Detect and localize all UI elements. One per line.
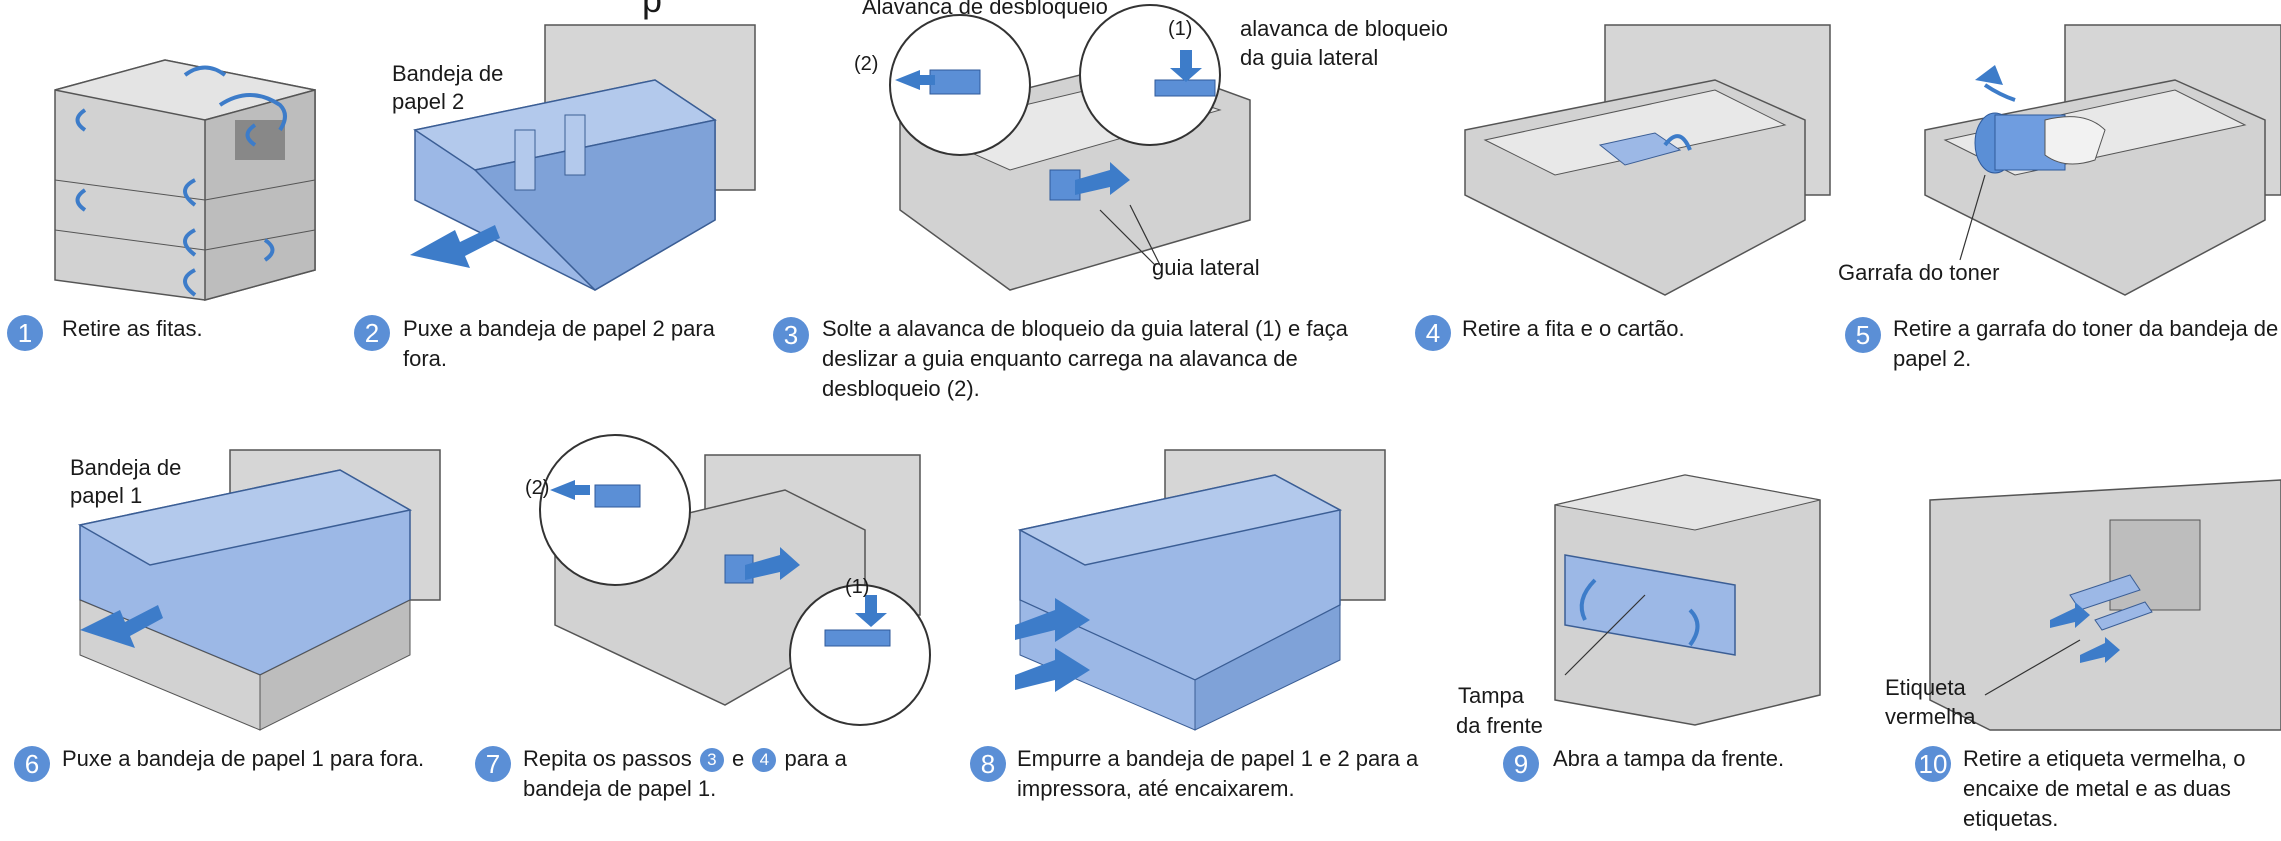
side-guide-illustration (889, 4, 1251, 291)
tape-card-illustration (1464, 24, 1831, 296)
red-label-label-line2: vermelha (1885, 704, 1976, 729)
step-ref-4: 4 (752, 748, 777, 773)
tray-1-label-line1: Bandeja de (70, 455, 182, 480)
toner-bottle-label: Garrafa do toner (1838, 260, 2000, 285)
tray-1-release-number-label: (2) (525, 477, 550, 499)
step-8-caption: Empurre a bandeja de papel 1 e 2 para a … (1017, 746, 1419, 801)
side-guide-label: guia lateral (1152, 255, 1260, 280)
step-7-caption: Repita os passos 3 e 4 para a bandeja de… (523, 744, 883, 804)
step-2-number: 2 (354, 315, 390, 351)
step-6-caption: Puxe a bandeja de papel 1 para fora. (62, 746, 425, 771)
lock-lever-label-line1: alavanca de bloqueio (1240, 16, 1448, 41)
tray-2-pull-illustration (410, 24, 756, 291)
push-trays-illustration (1015, 449, 1386, 731)
step-10-number: 10 (1915, 746, 1951, 782)
step-6-number: 6 (14, 746, 50, 782)
step-3-caption: Solte a alavanca de bloqueio da guia lat… (822, 316, 1348, 401)
step-5-caption: Retire a garrafa do toner da bandeja de … (1893, 316, 2279, 371)
step-5-number: 5 (1845, 317, 1881, 353)
red-label-illustration (1929, 479, 2281, 731)
red-label-label-line1: Etiqueta (1885, 675, 1966, 700)
lock-lever-number-label: (1) (1168, 18, 1193, 40)
step-7-caption-post: para a bandeja de papel 1. (523, 746, 847, 801)
step-3-number: 3 (773, 317, 809, 353)
step-9-number: 9 (1503, 746, 1539, 782)
tray-1-label-line2: papel 1 (70, 483, 143, 508)
step-1-number: 1 (7, 315, 43, 351)
tray-2-label-line2: papel 2 (392, 89, 465, 114)
tray-1-pull-illustration (77, 449, 441, 731)
release-lever-number-label: (2) (854, 53, 879, 75)
step-2-caption: Puxe a bandeja de papel 2 para fora. (403, 316, 715, 371)
step-ref-3: 3 (699, 748, 724, 773)
release-lever-label: Alavanca de desbloqueio (862, 0, 1108, 19)
printer-tapes-illustration (54, 59, 316, 301)
step-4-number: 4 (1415, 315, 1451, 351)
front-cover-label-line1: Tampa (1458, 683, 1525, 708)
page-fragment: p (642, 0, 662, 18)
lock-lever-label-line2: da guia lateral (1240, 45, 1379, 70)
tray-2-label-line1: Bandeja de (392, 61, 504, 86)
step-1-caption: Retire as fitas. (62, 316, 203, 341)
step-7-number: 7 (475, 746, 511, 782)
step-10-caption: Retire a etiqueta vermelha, o encaixe de… (1963, 746, 2246, 831)
front-cover-label-line2: da frente (1456, 713, 1543, 738)
tray-1-lock-number-label: (1) (845, 576, 870, 598)
step-9-caption: Abra a tampa da frente. (1553, 746, 1785, 771)
front-cover-illustration (1554, 474, 1821, 726)
tray-1-guide-illustration (539, 434, 931, 726)
toner-bottle-illustration (1924, 24, 2281, 296)
step-7-caption-pre: Repita os passos (523, 746, 692, 771)
step-8-number: 8 (970, 746, 1006, 782)
step-7-caption-mid: e (732, 746, 745, 771)
step-4-caption: Retire a fita e o cartão. (1462, 316, 1685, 341)
